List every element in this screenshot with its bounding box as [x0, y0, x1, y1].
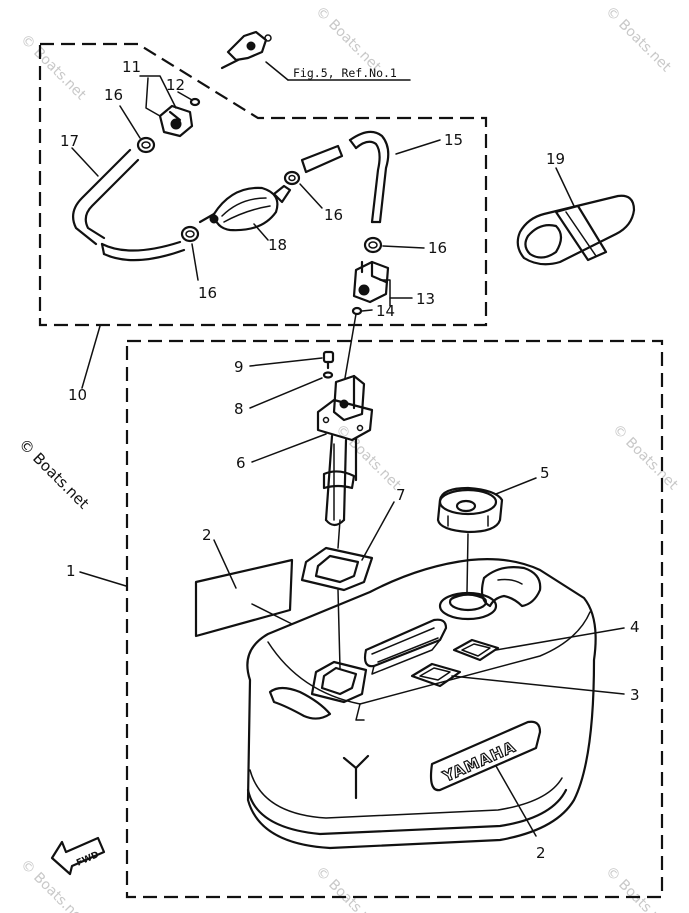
assembly-line-low: [337, 589, 341, 669]
callout-8: 8: [234, 400, 244, 418]
callout-15: 15: [444, 131, 463, 149]
hose-group-border: [38, 42, 488, 327]
cover-19: [516, 194, 636, 266]
clamp-16-left: [180, 225, 200, 243]
engine-connector-part: [220, 30, 272, 70]
cap-assembly-line: [466, 533, 469, 593]
clamp-16-mid: [283, 170, 301, 186]
callout-5: 5: [540, 464, 550, 482]
connector-11: [158, 104, 194, 138]
callout-10: 10: [68, 386, 87, 404]
figure-reference-leader: [265, 61, 289, 81]
callout-6: 6: [236, 454, 246, 472]
tank-group-border: [125, 339, 664, 899]
callout-16-top: 16: [104, 86, 123, 104]
forward-arrow-icon: [50, 836, 106, 876]
fuel-cap-5: [436, 486, 504, 534]
callout-16-right: 16: [428, 239, 447, 257]
leader-lines: [71, 75, 625, 837]
fuel-tank-body: [246, 558, 597, 850]
hose-17: [71, 148, 140, 246]
clamp-16-top: [136, 136, 156, 154]
hose-lower: [100, 240, 186, 262]
screw-9: [322, 350, 335, 370]
assembly-line-top: [344, 313, 357, 379]
callout-16-left: 16: [198, 284, 217, 302]
watermark-faint-8: © Boats.net: [602, 864, 674, 913]
hose-short: [300, 144, 344, 174]
hose-15: [348, 130, 390, 224]
figure-reference-label: Fig.5, Ref.No.1: [293, 66, 397, 80]
clamp-16-right: [363, 236, 383, 254]
plate-4: [452, 638, 500, 662]
watermark-main: © Boats.net: [15, 435, 93, 513]
watermark-faint-4: © Boats.net: [332, 422, 404, 494]
fuel-pickup-6: [316, 374, 374, 527]
callout-18: 18: [268, 236, 287, 254]
o-ring-14: [351, 306, 363, 316]
watermark-faint-7: © Boats.net: [312, 864, 384, 913]
callout-2-logo: 2: [536, 844, 546, 862]
connector-13: [352, 260, 390, 304]
callout-numbers: 11 12 16 17 15 19 16 18 16 16 13 14 10 9…: [60, 58, 640, 862]
callout-14: 14: [376, 302, 395, 320]
washer-8: [322, 371, 334, 379]
watermark-faint-1: © Boats.net: [17, 32, 89, 104]
callout-2-decal: 2: [202, 526, 212, 544]
watermark-faint-2: © Boats.net: [312, 4, 384, 76]
plate-3: [410, 662, 462, 688]
callout-11: 11: [122, 58, 141, 76]
forward-label: FWD: [75, 850, 101, 869]
gasket-7: [300, 546, 374, 592]
callout-3: 3: [630, 686, 640, 704]
o-ring-12: [189, 97, 201, 107]
watermark-faint-5: © Boats.net: [609, 422, 681, 494]
callout-17: 17: [60, 132, 79, 150]
primer-bulb-18: [198, 184, 292, 232]
callout-1: 1: [66, 562, 76, 580]
decal-2-left: [194, 558, 294, 638]
callout-16-mid: 16: [324, 206, 343, 224]
callout-7: 7: [396, 486, 406, 504]
callout-13: 13: [416, 290, 435, 308]
callout-12: 12: [166, 76, 185, 94]
callout-9: 9: [234, 358, 244, 376]
callout-4: 4: [630, 618, 640, 636]
watermark-faint-3: © Boats.net: [602, 4, 674, 76]
assembly-line-mid: [337, 519, 341, 549]
callout-19: 19: [546, 150, 565, 168]
